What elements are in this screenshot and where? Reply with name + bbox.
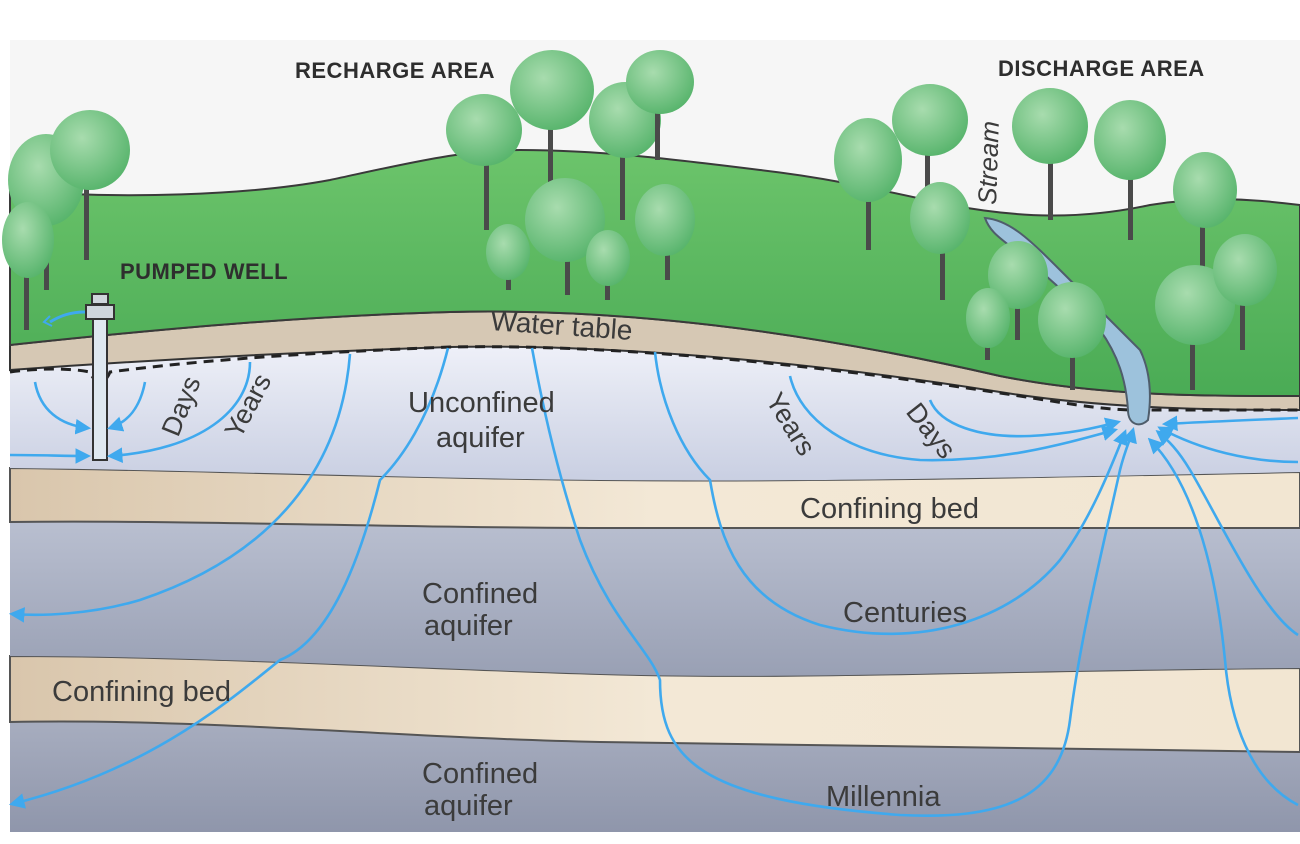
flow-line [928, 399, 1122, 438]
centuries-label: Centuries [843, 597, 967, 629]
flow-line [8, 353, 352, 623]
confining-bed-upper-label: Confining bed [800, 493, 979, 525]
upper-confined-aquifer [10, 521, 1300, 676]
discharge-area-label: DISCHARGE AREA [998, 56, 1205, 81]
confined-aquifer-upper-label-line2: aquifer [424, 610, 513, 642]
lower-confined-aquifer [10, 721, 1300, 832]
confined-aquifer-lower-label-line1: Confined [422, 758, 538, 790]
flow-line [1157, 426, 1299, 464]
trees-left [2, 110, 130, 330]
flow-line [530, 347, 1137, 817]
pumped-well-label: PUMPED WELL [120, 259, 288, 284]
water-table-line [9, 345, 1300, 412]
trees-right [834, 84, 1277, 390]
unconfined-aquifer [10, 346, 1300, 481]
flow-lines [8, 347, 1299, 817]
flow-line [1161, 415, 1299, 432]
confining-bed-lower-label: Confining bed [52, 676, 231, 708]
flow-line [788, 375, 1119, 462]
stream-label: Stream [972, 120, 1005, 205]
flow-line [1155, 430, 1299, 637]
trees-center [446, 50, 695, 300]
confined-aquifer-lower-label-line2: aquifer [424, 790, 513, 822]
flow-line [1147, 437, 1299, 807]
flow-line [33, 381, 92, 435]
millennia-label: Millennia [826, 781, 941, 813]
flow-line [653, 351, 1128, 636]
flow-line [9, 448, 92, 464]
flow-line [106, 361, 252, 463]
confined-aquifer-upper-label-line1: Confined [422, 578, 538, 610]
flow-line [8, 347, 450, 809]
flow-line [107, 381, 147, 432]
unconfined-aquifer-label-line1: Unconfined [408, 387, 555, 419]
unconfined-aquifer-label-line2: aquifer [436, 422, 525, 454]
pumped-well [42, 293, 115, 461]
recharge-area-label: RECHARGE AREA [295, 58, 495, 83]
